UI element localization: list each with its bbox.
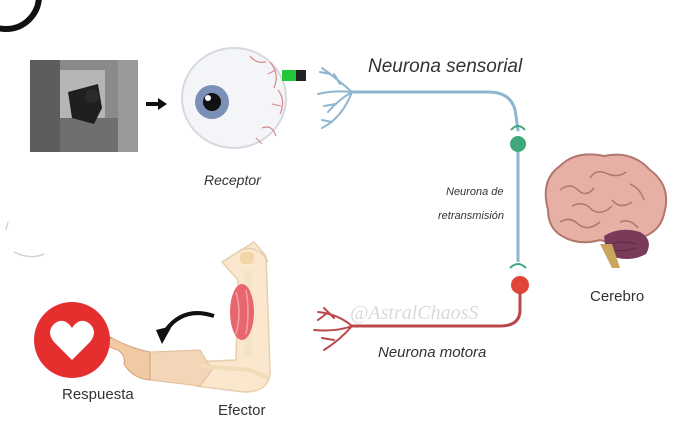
effector-label: Efector (218, 402, 266, 419)
motor-neuron-label: Neurona motora (378, 344, 487, 361)
response-label: Respuesta (62, 386, 134, 403)
relay-neuron-label-line2: retransmisión (438, 210, 505, 222)
brain-icon (544, 153, 668, 268)
heart-icon (34, 302, 110, 378)
scratch-marks (5, 221, 45, 258)
motor-neuron (313, 276, 529, 351)
receptor-label: Receptor (204, 172, 261, 188)
sensory-neuron-label: Neurona sensorial (368, 56, 523, 77)
arrow-right-icon (146, 98, 167, 110)
eye-icon (181, 47, 287, 149)
signal-indicator (282, 70, 306, 81)
sensory-nerve (317, 67, 520, 132)
watermark: @AstralChaosS (350, 302, 479, 324)
relay-neuron (509, 125, 527, 269)
brain-label: Cerebro (590, 288, 645, 305)
arm-muscle-icon (149, 241, 271, 393)
cat-photo-icon (30, 60, 138, 152)
relay-neuron-label-line1: Neurona de (446, 186, 504, 198)
curved-arrow-icon (156, 311, 215, 344)
